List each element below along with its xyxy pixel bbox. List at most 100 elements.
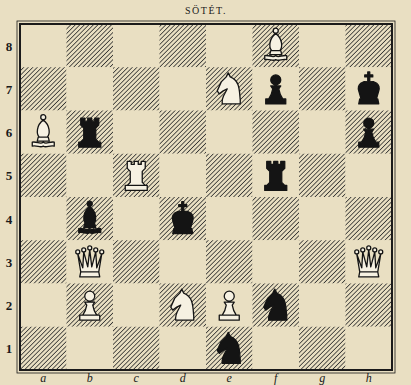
file-letter: h — [366, 372, 372, 384]
light-square — [299, 24, 346, 67]
light-square — [253, 240, 300, 283]
dark-square — [20, 327, 67, 370]
dark-square — [20, 67, 67, 110]
black-bishop — [79, 201, 101, 233]
black-rook — [265, 161, 287, 190]
dark-square — [253, 111, 300, 154]
file-letter: f — [274, 372, 277, 384]
light-square — [67, 327, 114, 370]
dark-square — [206, 154, 253, 197]
light-square — [113, 24, 160, 67]
dark-square — [253, 197, 300, 240]
light-square — [346, 154, 393, 197]
black-rook — [79, 118, 101, 147]
dark-square — [253, 24, 300, 67]
dark-square — [160, 111, 207, 154]
dark-square — [160, 24, 207, 67]
black-knight — [264, 289, 287, 320]
white-knight — [217, 73, 240, 104]
file-letter: b — [87, 372, 93, 384]
dark-square — [113, 327, 160, 370]
dark-square — [206, 327, 253, 370]
dark-square — [20, 154, 67, 197]
white-queen — [76, 246, 104, 277]
light-square — [113, 111, 160, 154]
dark-square — [299, 154, 346, 197]
dark-square — [160, 197, 207, 240]
light-square — [346, 240, 393, 283]
rank-number: 1 — [6, 342, 13, 355]
light-square — [253, 67, 300, 110]
dark-square — [206, 240, 253, 283]
dark-square — [253, 284, 300, 327]
side-heading: SÖTÉT. — [185, 6, 227, 16]
white-pawn — [80, 291, 100, 320]
dark-square — [299, 240, 346, 283]
light-square — [253, 327, 300, 370]
light-square — [299, 197, 346, 240]
white-bishop — [32, 115, 54, 147]
dark-square — [346, 197, 393, 240]
white-queen — [355, 246, 383, 277]
black-knight — [217, 332, 240, 363]
light-square — [67, 240, 114, 283]
file-letter: c — [134, 372, 139, 384]
dark-square — [113, 67, 160, 110]
rank-number: 8 — [6, 39, 13, 52]
light-square — [160, 327, 207, 370]
file-letter: g — [319, 372, 325, 384]
file-letter: d — [180, 372, 186, 384]
dark-square — [346, 284, 393, 327]
rank-number: 2 — [6, 299, 13, 312]
light-square — [113, 284, 160, 327]
light-square — [113, 197, 160, 240]
rank-number: 5 — [6, 169, 13, 182]
white-pawn — [219, 291, 239, 320]
light-square — [206, 284, 253, 327]
rank-number: 4 — [6, 212, 13, 225]
dark-square — [160, 284, 207, 327]
light-square — [67, 67, 114, 110]
white-knight — [171, 289, 194, 320]
dark-square — [67, 24, 114, 67]
light-square — [206, 197, 253, 240]
board-frame — [20, 24, 392, 370]
dark-square — [346, 111, 393, 154]
dark-square — [67, 197, 114, 240]
light-square — [160, 67, 207, 110]
light-square — [299, 111, 346, 154]
light-square — [253, 154, 300, 197]
dark-square — [299, 67, 346, 110]
dark-square — [299, 327, 346, 370]
black-king — [358, 72, 379, 104]
file-letter: e — [227, 372, 232, 384]
light-square — [299, 284, 346, 327]
dark-square — [346, 24, 393, 67]
light-square — [160, 154, 207, 197]
light-square — [20, 284, 67, 327]
light-square — [346, 327, 393, 370]
black-pawn — [266, 75, 286, 104]
light-square — [20, 24, 67, 67]
dark-square — [206, 67, 253, 110]
dark-square — [20, 240, 67, 283]
light-square — [67, 154, 114, 197]
white-rook — [125, 161, 147, 190]
light-square — [160, 240, 207, 283]
dark-square — [67, 284, 114, 327]
rank-number: 3 — [6, 255, 13, 268]
rank-number: 6 — [6, 126, 13, 139]
white-bishop — [265, 28, 287, 60]
light-square — [20, 197, 67, 240]
black-king — [172, 202, 193, 234]
black-pawn — [359, 118, 379, 147]
rank-number: 7 — [6, 82, 13, 95]
dark-square — [67, 111, 114, 154]
board-outer-frame — [17, 21, 395, 373]
light-square — [20, 111, 67, 154]
file-letter: a — [40, 372, 46, 384]
light-square — [346, 67, 393, 110]
dark-square — [113, 240, 160, 283]
light-square — [206, 111, 253, 154]
light-square — [206, 24, 253, 67]
